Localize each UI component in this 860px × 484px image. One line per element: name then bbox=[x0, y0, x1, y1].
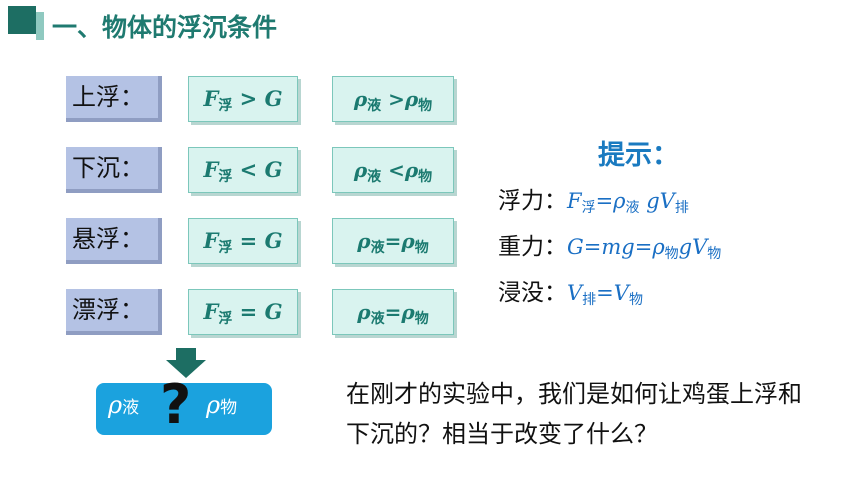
condition-label: 上浮： bbox=[66, 76, 162, 122]
hint-immersed: 浸没：V排=V物 bbox=[498, 280, 643, 308]
hint-gravity: 重力：G=mg=ρ物gV物 bbox=[498, 234, 722, 262]
density-formula: ρ液=ρ物 bbox=[332, 289, 454, 335]
question-mark-icon: ? bbox=[160, 373, 192, 436]
down-arrow-icon bbox=[166, 348, 206, 378]
density-formula: ρ液=ρ物 bbox=[332, 218, 454, 264]
condition-label: 漂浮： bbox=[66, 289, 162, 335]
force-formula: F浮 = G bbox=[188, 218, 298, 264]
condition-label: 下沉： bbox=[66, 147, 162, 193]
hint-title: 提示： bbox=[598, 140, 679, 171]
density-compare-box: ρ液 ? ρ物 bbox=[96, 373, 272, 436]
condition-label: 悬浮： bbox=[66, 218, 162, 264]
density-formula: ρ液 >ρ物 bbox=[332, 76, 454, 122]
liquid-density: ρ液 bbox=[108, 391, 140, 419]
question-text: 在刚才的实验中，我们是如何让鸡蛋上浮和下沉的？相当于改变了什么？ bbox=[346, 380, 802, 448]
force-formula: F浮 = G bbox=[188, 289, 298, 335]
page-title: 一、物体的浮沉条件 bbox=[52, 13, 278, 42]
object-density: ρ物 bbox=[206, 391, 238, 419]
density-formula: ρ液 <ρ物 bbox=[332, 147, 454, 193]
force-formula: F浮 > G bbox=[188, 76, 298, 122]
title-marker-icon bbox=[8, 6, 48, 40]
force-formula: F浮 < G bbox=[188, 147, 298, 193]
hint-buoyancy: 浮力：F浮=ρ液 gV排 bbox=[498, 188, 689, 216]
